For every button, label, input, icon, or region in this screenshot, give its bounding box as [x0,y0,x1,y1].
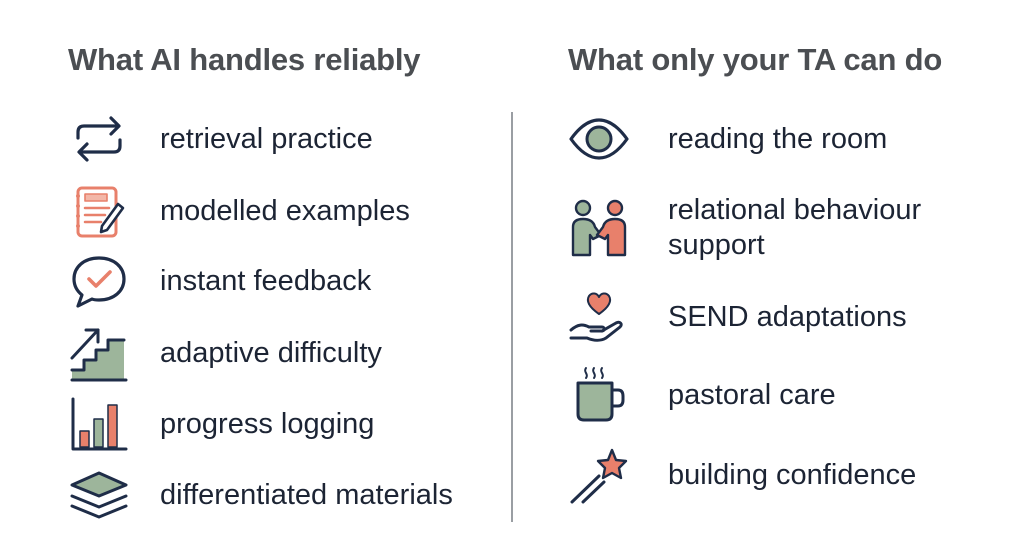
bar-chart-icon [68,393,130,455]
item-label: modelled examples [160,194,410,227]
item-label: reading the room [668,122,888,155]
layers-icon [68,464,130,526]
item-label: retrieval practice [160,122,373,155]
list-item-pastoral-care: pastoral care [568,364,836,426]
handshake-people-icon [568,197,630,259]
item-label: building confidence [668,458,917,491]
notepad-pencil-icon [68,180,130,242]
speech-bubble-check-icon [68,250,130,312]
list-item-adaptive-difficulty: adaptive difficulty [68,322,382,384]
list-item-progress-logging: progress logging [68,393,374,455]
ai-column-heading: What AI handles reliably [68,42,421,77]
column-divider [511,112,513,522]
list-item-instant-feedback: instant feedback [68,250,371,312]
list-item-building-confidence: building confidence [568,444,916,506]
item-label: SEND adaptations [668,300,907,333]
hand-heart-icon [568,286,630,348]
list-item-send-adaptations: SEND adaptations [568,286,907,348]
stairs-arrow-icon [68,322,130,384]
item-label: adaptive difficulty [160,336,382,369]
list-item-differentiated-materials: differentiated materials [68,464,453,526]
list-item-retrieval-practice: retrieval practice [68,108,373,170]
item-label: instant feedback [160,264,372,297]
eye-icon [568,108,630,170]
repeat-arrows-icon [68,108,130,170]
item-label: relational behaviour support [668,194,922,261]
item-label: progress logging [160,407,375,440]
item-label: differentiated materials [160,478,453,511]
list-item-relational-behaviour-support: relational behaviour support [568,193,988,263]
ta-column-heading: What only your TA can do [568,42,943,77]
list-item-reading-the-room: reading the room [568,108,887,170]
list-item-modelled-examples: modelled examples [68,180,410,242]
hot-mug-icon [568,364,630,426]
shooting-star-icon [568,444,630,506]
item-label: pastoral care [668,378,836,411]
